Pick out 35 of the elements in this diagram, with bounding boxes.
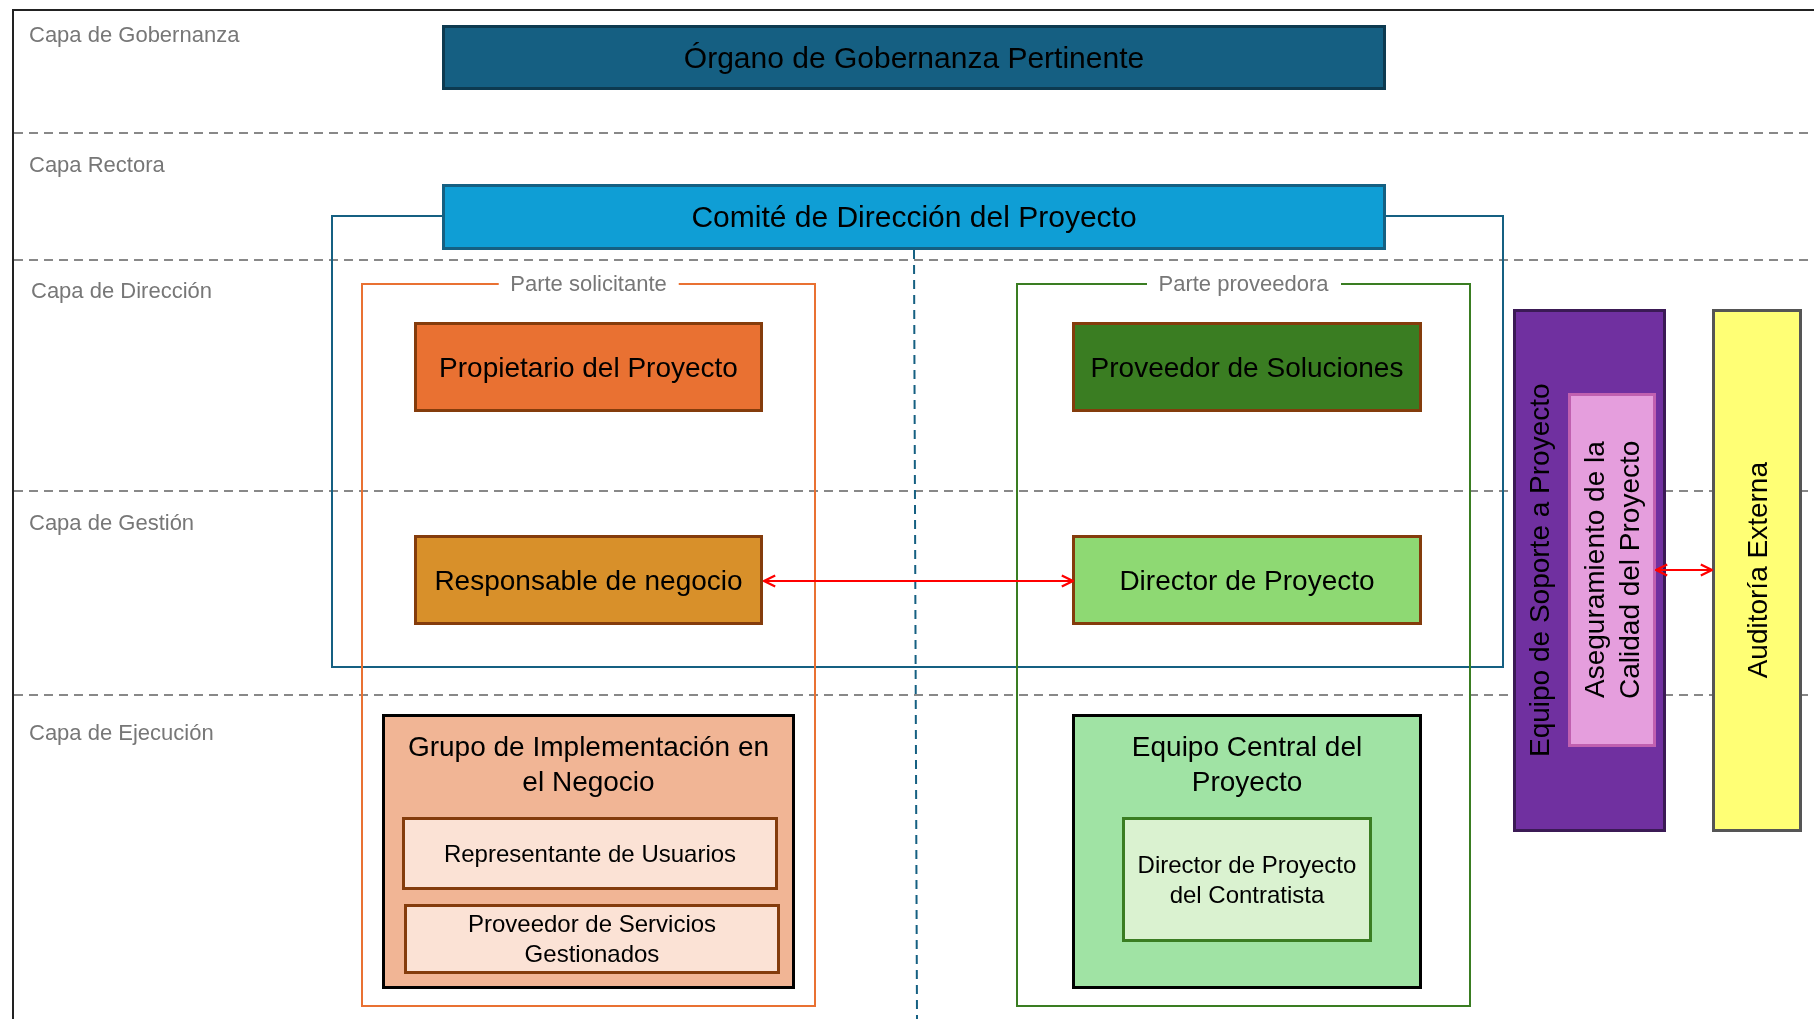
box-label: Director de Proyecto del Contratista [1136, 849, 1358, 910]
layer-label: Capa de Gobernanza [29, 22, 240, 48]
layer-label: Capa de Ejecución [29, 720, 214, 746]
double-arrow [762, 574, 1075, 588]
role-box [402, 817, 778, 890]
box-label: Proveedor de Servicios Gestionados [466, 909, 718, 969]
box-label: Proveedor de Soluciones [1089, 350, 1405, 385]
box-label: Responsable de negocio [433, 563, 744, 598]
box-label: Representante de Usuarios [442, 838, 738, 869]
committee-box [442, 184, 1386, 250]
role-box [1122, 817, 1372, 942]
role-box [414, 322, 763, 412]
governance-box [442, 25, 1386, 90]
box-label: Director de Proyecto [1118, 563, 1376, 598]
role-box [1072, 322, 1422, 412]
double-arrow [1654, 563, 1714, 577]
team-box [1072, 714, 1422, 989]
role-box [414, 535, 763, 625]
box-label: Comité de Dirección del Proyecto [690, 199, 1138, 236]
role-box [1072, 535, 1422, 625]
role-box [404, 904, 780, 974]
box-label: Auditoría Externa [1740, 462, 1774, 679]
support-team-box [1513, 309, 1666, 832]
box-label: Órgano de Gobernanza Pertinente [682, 39, 1146, 76]
box-label: Aseguramiento de la Calidad del Proyecto [1578, 439, 1646, 702]
box-label: Propietario del Proyecto [438, 350, 739, 385]
box-label: Equipo Central del Proyecto [1130, 730, 1364, 799]
box-label: Grupo de Implementación en el Negocio [406, 730, 771, 799]
layer-label: Capa Rectora [29, 152, 165, 178]
quality-box [1568, 393, 1656, 747]
layer-label: Capa de Gestión [29, 510, 195, 536]
layer-label: Capa de Dirección [31, 278, 212, 304]
box-label: Equipo de Soporte a Proyecto [1523, 382, 1556, 760]
audit-box [1712, 309, 1802, 832]
team-box [382, 714, 795, 989]
